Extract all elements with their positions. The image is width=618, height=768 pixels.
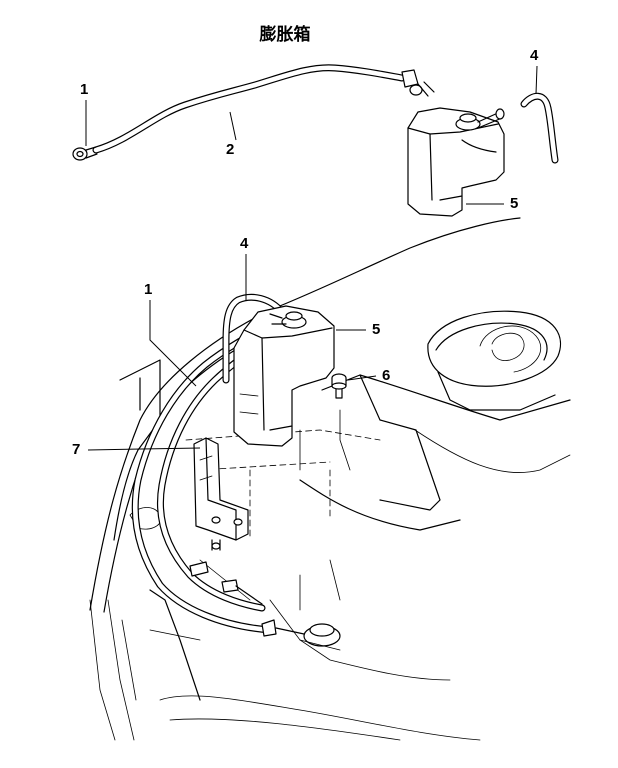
mounting-bolt — [331, 373, 347, 399]
callout-overflow-hose-installed: 1 — [144, 281, 153, 298]
cap-hose-top — [520, 92, 559, 164]
callout-mounting-bolt: 6 — [382, 367, 391, 384]
hose-clamp-left — [72, 146, 98, 161]
callout-cap-hose-installed: 4 — [240, 235, 249, 252]
diagram-title: 膨胀箱 — [259, 25, 311, 45]
installed-view — [89, 217, 571, 741]
callout-expansion-tank-installed: 5 — [372, 321, 381, 338]
callout-cap-hose-top: 4 — [530, 47, 539, 64]
callout-expansion-tank-top: 5 — [510, 195, 519, 212]
body-panels — [89, 217, 571, 741]
hose-clamp-right — [401, 69, 435, 97]
overflow-hose — [92, 64, 406, 154]
strut-tower — [427, 310, 562, 411]
callout-hose-clamp: 1 — [80, 81, 89, 98]
lower-fittings — [189, 561, 341, 651]
mounting-bracket — [193, 437, 249, 551]
leader-lines — [85, 65, 538, 451]
callout-mounting-bracket: 7 — [72, 441, 81, 458]
expansion-tank-top — [407, 107, 505, 217]
expansion-tank-installed — [233, 305, 335, 447]
exploded-view — [72, 64, 559, 217]
overflow-hose-installed — [131, 314, 290, 634]
callout-overflow-hose: 2 — [226, 141, 235, 158]
cap-hose-installed — [222, 293, 286, 384]
